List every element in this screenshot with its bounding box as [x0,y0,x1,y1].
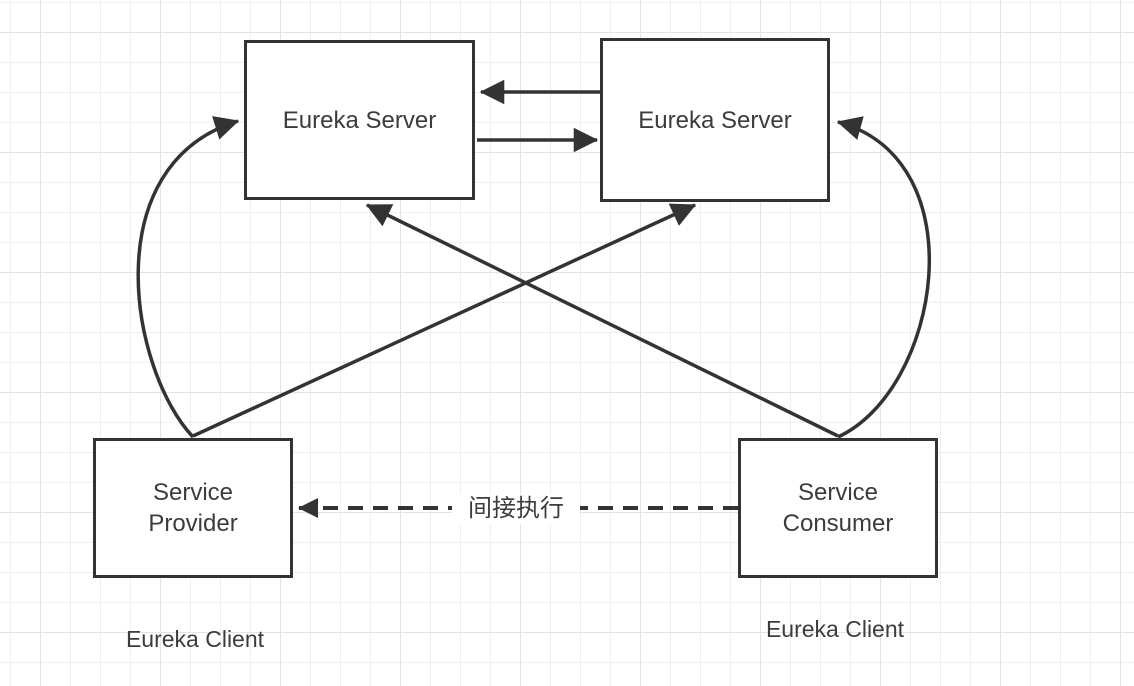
node-service-provider-label-line2: Provider [148,510,238,537]
edge-label-indirect-call: 间接执行 [452,494,580,524]
node-service-consumer-label-line1: Service [797,479,879,506]
node-eureka-server-right: Eureka Server [600,38,830,202]
node-service-provider-label-line1: Service [152,479,234,506]
edge-provider-to-left-server-curve [136,116,240,439]
node-service-consumer: Service Consumer [738,438,938,578]
caption-eureka-client-right: Eureka Client [765,616,905,642]
edge-provider-to-right-server [192,203,697,438]
node-service-consumer-label-line2: Consumer [782,510,894,537]
node-service-provider: Service Provider [93,438,293,578]
edge-consumer-to-left-server [365,203,839,438]
node-eureka-server-left-label: Eureka Server [282,106,437,134]
node-eureka-server-right-label: Eureka Server [638,106,792,134]
edge-consumer-to-right-server-curve [836,116,931,439]
node-eureka-server-left: Eureka Server [244,40,475,200]
caption-eureka-client-left: Eureka Client [125,626,265,652]
